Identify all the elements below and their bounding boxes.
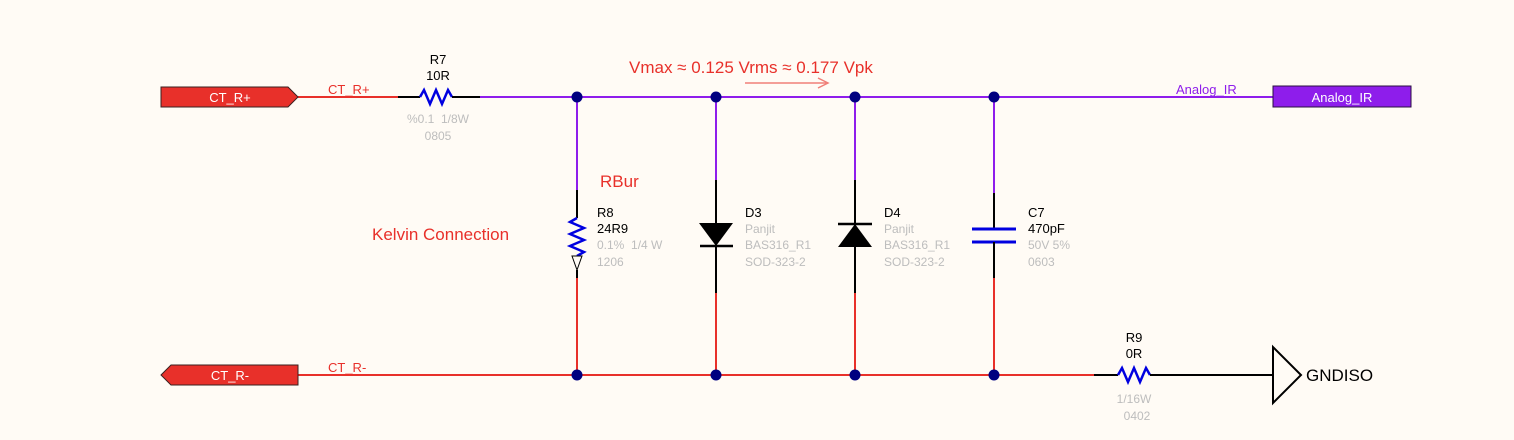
r9-param-2: 0402: [1124, 409, 1151, 423]
arrow-icon: [745, 77, 830, 89]
net-analog-ir-wire[interactable]: [480, 96, 1273, 193]
d4-param-3: SOD-323-2: [884, 255, 945, 269]
d3-param-1: Panjit: [745, 222, 776, 236]
c7-designator: C7: [1028, 205, 1045, 220]
junction-dot: [849, 369, 861, 381]
diode-symbol-d4: [838, 224, 872, 247]
net-ct-r-minus-wire[interactable]: [298, 278, 1094, 376]
c7-value: 470pF: [1028, 221, 1065, 236]
r9-value: 0R: [1126, 346, 1143, 361]
r8-param-2: 1206: [597, 255, 624, 269]
gndiso-label: GNDISO: [1306, 366, 1373, 385]
c7-param-1: 50V 5%: [1028, 238, 1070, 252]
r7-value: 10R: [426, 68, 450, 83]
net-label-analog-ir: Analog_IR: [1176, 82, 1237, 97]
junction-dot: [988, 91, 1000, 103]
r7-param-1: %0.1 1/8W: [407, 112, 470, 126]
d3-param-3: SOD-323-2: [745, 255, 806, 269]
gndiso-power-port[interactable]: [1272, 344, 1303, 406]
junction-dot: [988, 369, 1000, 381]
junction-dot: [571, 369, 583, 381]
r8-param-1: 0.1% 1/4 W: [597, 238, 663, 252]
r9-designator: R9: [1126, 330, 1143, 345]
diode-symbol-d3: [699, 223, 733, 246]
resistor-symbol-r7: [418, 86, 454, 108]
r7-designator: R7: [430, 52, 447, 67]
junction-dot: [710, 369, 722, 381]
d3-designator: D3: [745, 205, 762, 220]
kelvin-sense-triangle-icon: [571, 255, 583, 272]
r7-param-2: 0805: [425, 129, 452, 143]
r8-value: 24R9: [597, 221, 628, 236]
port-label-ct-r-minus: CT_R-: [211, 368, 249, 383]
port-analog-ir[interactable]: Analog_IR: [1272, 85, 1412, 108]
d3-param-2: BAS316_R1: [745, 238, 811, 252]
net-label-ct-r-minus: CT_R-: [328, 360, 366, 375]
port-ct-r-plus[interactable]: CT_R+: [160, 86, 299, 108]
diode-d4[interactable]: [838, 180, 872, 293]
r8-designator: R8: [597, 205, 614, 220]
junction-dot: [571, 91, 583, 103]
d4-designator: D4: [884, 205, 901, 220]
junctions: [571, 91, 1000, 381]
resistor-r8[interactable]: [566, 190, 588, 278]
junction-dot: [710, 91, 722, 103]
resistor-symbol-r9: [1116, 364, 1152, 386]
diode-d3[interactable]: [699, 180, 733, 293]
d4-param-1: Panjit: [884, 222, 915, 236]
d4-param-2: BAS316_R1: [884, 238, 950, 252]
junction-dot: [849, 91, 861, 103]
r9-param-1: 1/16W: [1117, 392, 1152, 406]
port-ct-r-minus[interactable]: CT_R-: [160, 364, 299, 386]
vmax-annotation: Vmax ≈ 0.125 Vrms ≈ 0.177 Vpk: [629, 58, 873, 77]
ground-triangle-icon: [1272, 344, 1303, 406]
capacitor-c7[interactable]: [972, 193, 1016, 278]
kelvin-annotation: Kelvin Connection: [372, 225, 509, 244]
c7-param-2: 0603: [1028, 255, 1055, 269]
rbur-annotation: RBur: [600, 172, 639, 191]
port-label-ct-r-plus: CT_R+: [209, 90, 251, 105]
net-label-ct-r-plus: CT_R+: [328, 82, 370, 97]
resistor-symbol-r8: [566, 216, 588, 258]
resistor-r7[interactable]: [398, 86, 480, 108]
port-label-analog-ir: Analog_IR: [1312, 90, 1373, 105]
resistor-r9[interactable]: [1094, 364, 1273, 386]
